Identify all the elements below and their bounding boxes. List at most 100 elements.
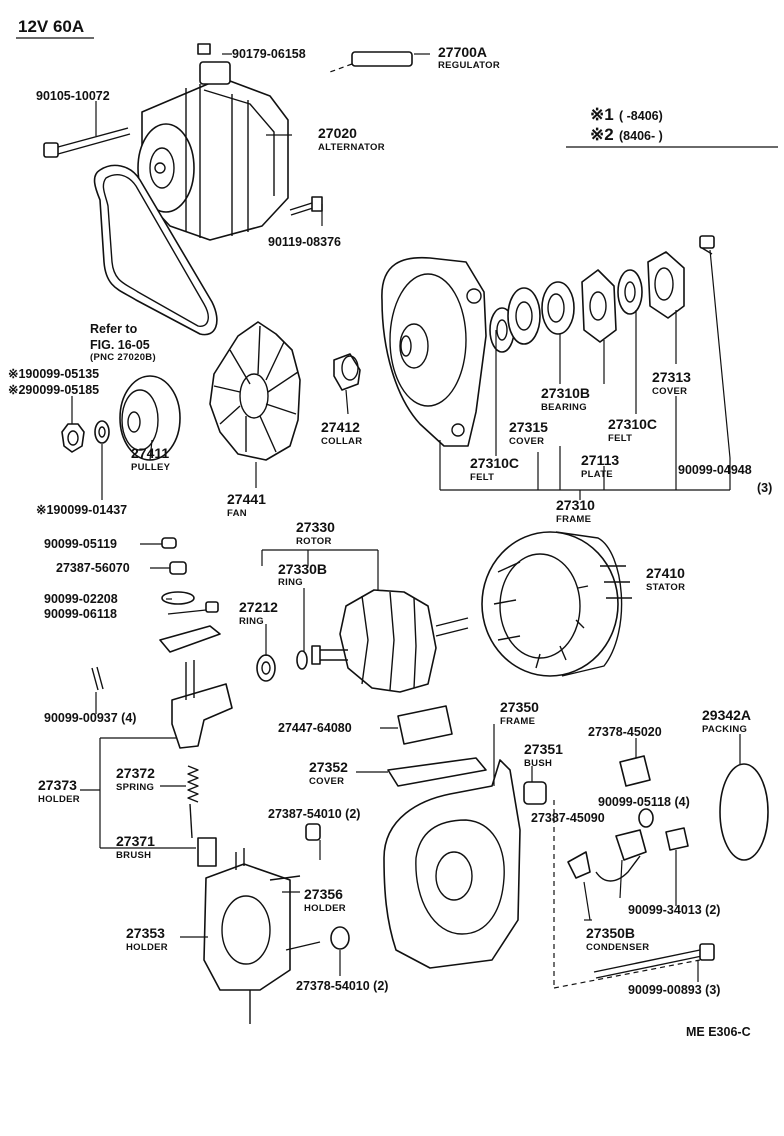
label-27353: 27353 (126, 925, 165, 941)
label-27352: 27352 (309, 759, 348, 775)
label-90099-02208: 90099-02208 (44, 592, 118, 606)
label-90119-08376: 90119-08376 (268, 235, 341, 249)
label-27113: 27113 (581, 452, 619, 468)
name-27410: STATOR (646, 582, 685, 593)
label-27351: 27351 (524, 741, 563, 757)
name-27330: ROTOR (296, 536, 332, 547)
long-bolt-drawing (43, 127, 131, 158)
name-27371: BRUSH (116, 850, 151, 861)
label-27378-45020: 27378-45020 (588, 725, 662, 739)
bush-and-condenser-drawing (553, 755, 769, 989)
label-27330B: 27330B (278, 561, 327, 577)
refer-line-3: (PNC 27020B) (90, 352, 156, 363)
name-27411: PULLEY (131, 462, 171, 473)
label-90099-00937: 90099-00937 (4) (44, 711, 136, 725)
label-27020: 27020 (318, 125, 357, 141)
label-27441: 27441 (227, 491, 266, 507)
name-27310C-a: FELT (470, 472, 494, 483)
rear-frame-drawing (383, 724, 547, 969)
label-27356: 27356 (304, 886, 343, 902)
label-90099-05135: ※190099-05135 (8, 367, 99, 381)
label-27387-54010: 27387-54010 (2) (268, 807, 360, 821)
name-27310C-b: FELT (608, 433, 632, 444)
label-27373: 27373 (38, 777, 77, 793)
name-27310: FRAME (556, 514, 591, 525)
name-27315: COVER (509, 436, 544, 447)
drawings (43, 43, 769, 1024)
name-27700A: REGULATOR (438, 60, 500, 71)
name-27350: FRAME (500, 716, 535, 727)
label-27387-45090: 27387-45090 (531, 811, 605, 825)
name-29342A: PACKING (702, 724, 747, 735)
name-27351: BUSH (524, 758, 552, 769)
qty-90099-04948: (3) (757, 481, 772, 495)
name-27372: SPRING (116, 782, 154, 793)
label-27310B: 27310B (541, 385, 590, 401)
pulley-group-drawing (61, 375, 181, 461)
name-27310B: BEARING (541, 402, 587, 413)
label-27378-54010: 27378-54010 (2) (296, 979, 388, 993)
rotor-drawing (256, 549, 469, 693)
label-27447-64080: 27447-64080 (278, 721, 352, 735)
rectifier-holder-drawing (203, 823, 350, 1024)
part-labels: 90179-06158 27700A REGULATOR 90105-10072… (8, 44, 772, 1039)
label-27310: 27310 (556, 497, 595, 513)
legend-range-1: ( -8406) (619, 109, 663, 123)
name-27350B: CONDENSER (586, 942, 649, 953)
label-27371: 27371 (116, 833, 155, 849)
name-27353: HOLDER (126, 942, 168, 953)
label-27350: 27350 (500, 699, 539, 715)
label-90099-05185: ※290099-05185 (8, 383, 99, 397)
label-90099-06118: 90099-06118 (44, 607, 117, 621)
label-90099-05119: 90099-05119 (44, 537, 117, 551)
legend: ※1 ( -8406) ※2 (8406- ) (566, 105, 778, 148)
brush-holder-drawing (171, 660, 233, 867)
label-27313: 27313 (652, 369, 691, 385)
belt-drawing (93, 164, 218, 336)
name-27330B: RING (278, 577, 303, 588)
name-27352: COVER (309, 776, 344, 787)
alternator-drawing (137, 51, 413, 241)
diagram-title: 12V 60A (18, 17, 84, 36)
name-27441: FAN (227, 508, 247, 519)
refer-line-1: Refer to (90, 322, 138, 336)
label-27330: 27330 (296, 519, 335, 535)
label-90099-00893: 90099-00893 (3) (628, 983, 720, 997)
label-27310C-a: 27310C (470, 455, 519, 471)
label-27212: 27212 (239, 599, 278, 615)
label-27310C-b: 27310C (608, 416, 657, 432)
label-27411: 27411 (131, 445, 169, 461)
label-29342A: 29342A (702, 707, 751, 723)
regulator-small-drawing (387, 705, 487, 787)
label-27412: 27412 (321, 419, 360, 435)
name-27020: ALTERNATOR (318, 142, 385, 153)
name-27412: COLLAR (321, 436, 362, 447)
label-90099-04948: 90099-04948 (678, 463, 752, 477)
name-27313: COVER (652, 386, 687, 397)
label-27315: 27315 (509, 419, 548, 435)
name-27113: PLATE (581, 469, 613, 480)
front-frame-drawing (381, 256, 487, 447)
frame-bracket (439, 249, 731, 500)
label-90179-06158: 90179-06158 (232, 47, 306, 61)
label-90105-10072: 90105-10072 (36, 89, 110, 103)
footer-code: ME E306-C (686, 1025, 751, 1039)
small-nuts-drawing (91, 537, 221, 691)
legend-range-2: (8406- ) (619, 129, 663, 143)
label-90099-01437: ※190099-01437 (36, 503, 127, 517)
legend-mark-2: ※2 (590, 125, 614, 144)
name-27212: RING (239, 616, 264, 627)
refer-line-2: FIG. 16-05 (90, 338, 150, 352)
label-27350B: 27350B (586, 925, 635, 941)
fan-drawing (209, 321, 361, 461)
name-27356: HOLDER (304, 903, 346, 914)
label-27410: 27410 (646, 565, 685, 581)
label-90099-34013: 90099-34013 (2) (628, 903, 720, 917)
legend-mark-1: ※1 (590, 105, 614, 124)
label-27387-56070: 27387-56070 (56, 561, 130, 575)
label-27700A: 27700A (438, 44, 487, 60)
bearing-stack-drawing (489, 235, 715, 353)
label-27372: 27372 (116, 765, 155, 781)
